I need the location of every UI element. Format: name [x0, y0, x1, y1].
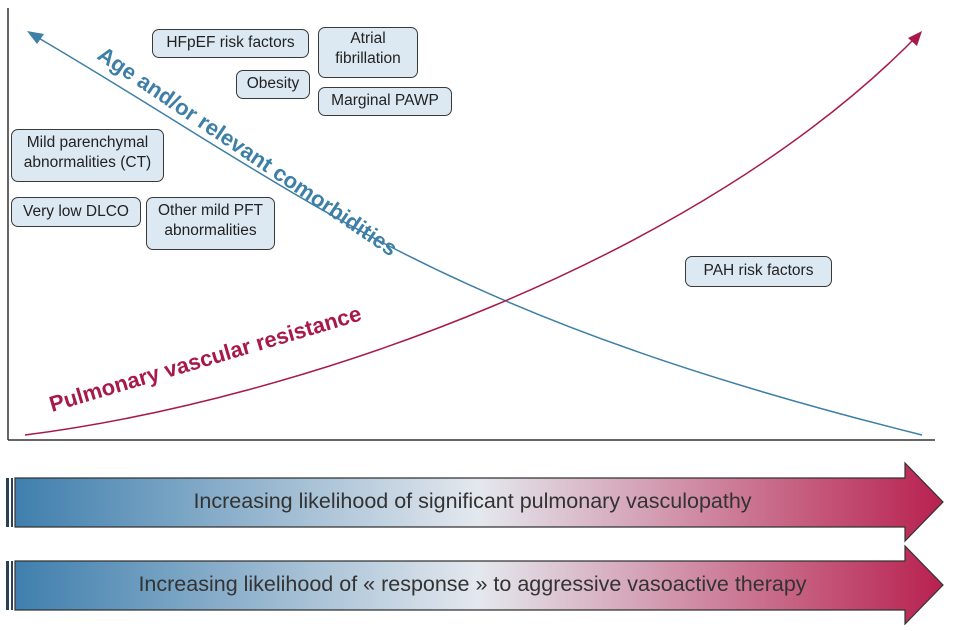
pah-text: PAH risk factors — [703, 262, 814, 279]
atrial-text-line1: Atrial — [350, 30, 386, 47]
very-low-dlco-text: Very low DLCO — [23, 203, 129, 220]
mild-parenchymal-line1: Mild parenchymal — [26, 134, 149, 151]
vasculopathy-arrow — [6, 461, 944, 543]
pvr-curve — [24, 32, 921, 436]
very-low-dlco-box: Very low DLCO — [11, 197, 141, 227]
comorbidities-curve — [29, 32, 923, 436]
marginal-pawp-box: Marginal PAWP — [318, 87, 452, 116]
obesity-text: Obesity — [246, 75, 300, 92]
response-arrow — [6, 544, 944, 626]
marginal-pawp-text: Marginal PAWP — [331, 92, 439, 109]
pvr-arrowhead — [908, 31, 922, 46]
mild-parenchymal-box: Mild parenchymal abnormalities (CT) — [11, 129, 164, 182]
obesity-box: Obesity — [236, 70, 310, 99]
comorbidities-arrowhead — [27, 31, 44, 44]
hfpef-text: HFpEF risk factors — [166, 34, 295, 51]
other-mild-pft-box: Other mild PFT abnormalities — [146, 197, 275, 250]
mild-parenchymal-line2: abnormalities (CT) — [23, 154, 152, 171]
pvr-label: Pulmonary vascular resistance — [46, 301, 364, 417]
atrial-text-line2: fibrillation — [335, 50, 401, 67]
other-pft-line1: Other mild PFT — [157, 202, 264, 219]
hfpef-risk-factors-box: HFpEF risk factors — [152, 29, 309, 58]
atrial-fibrillation-box: Atrial fibrillation — [318, 27, 418, 78]
response-arrow-label: Increasing likelihood of « response » to… — [138, 572, 807, 596]
pah-risk-factors-box: PAH risk factors — [685, 256, 832, 287]
other-pft-line2: abnormalities — [164, 222, 257, 239]
vasculopathy-arrow-label: Increasing likelihood of significant pul… — [193, 489, 752, 513]
